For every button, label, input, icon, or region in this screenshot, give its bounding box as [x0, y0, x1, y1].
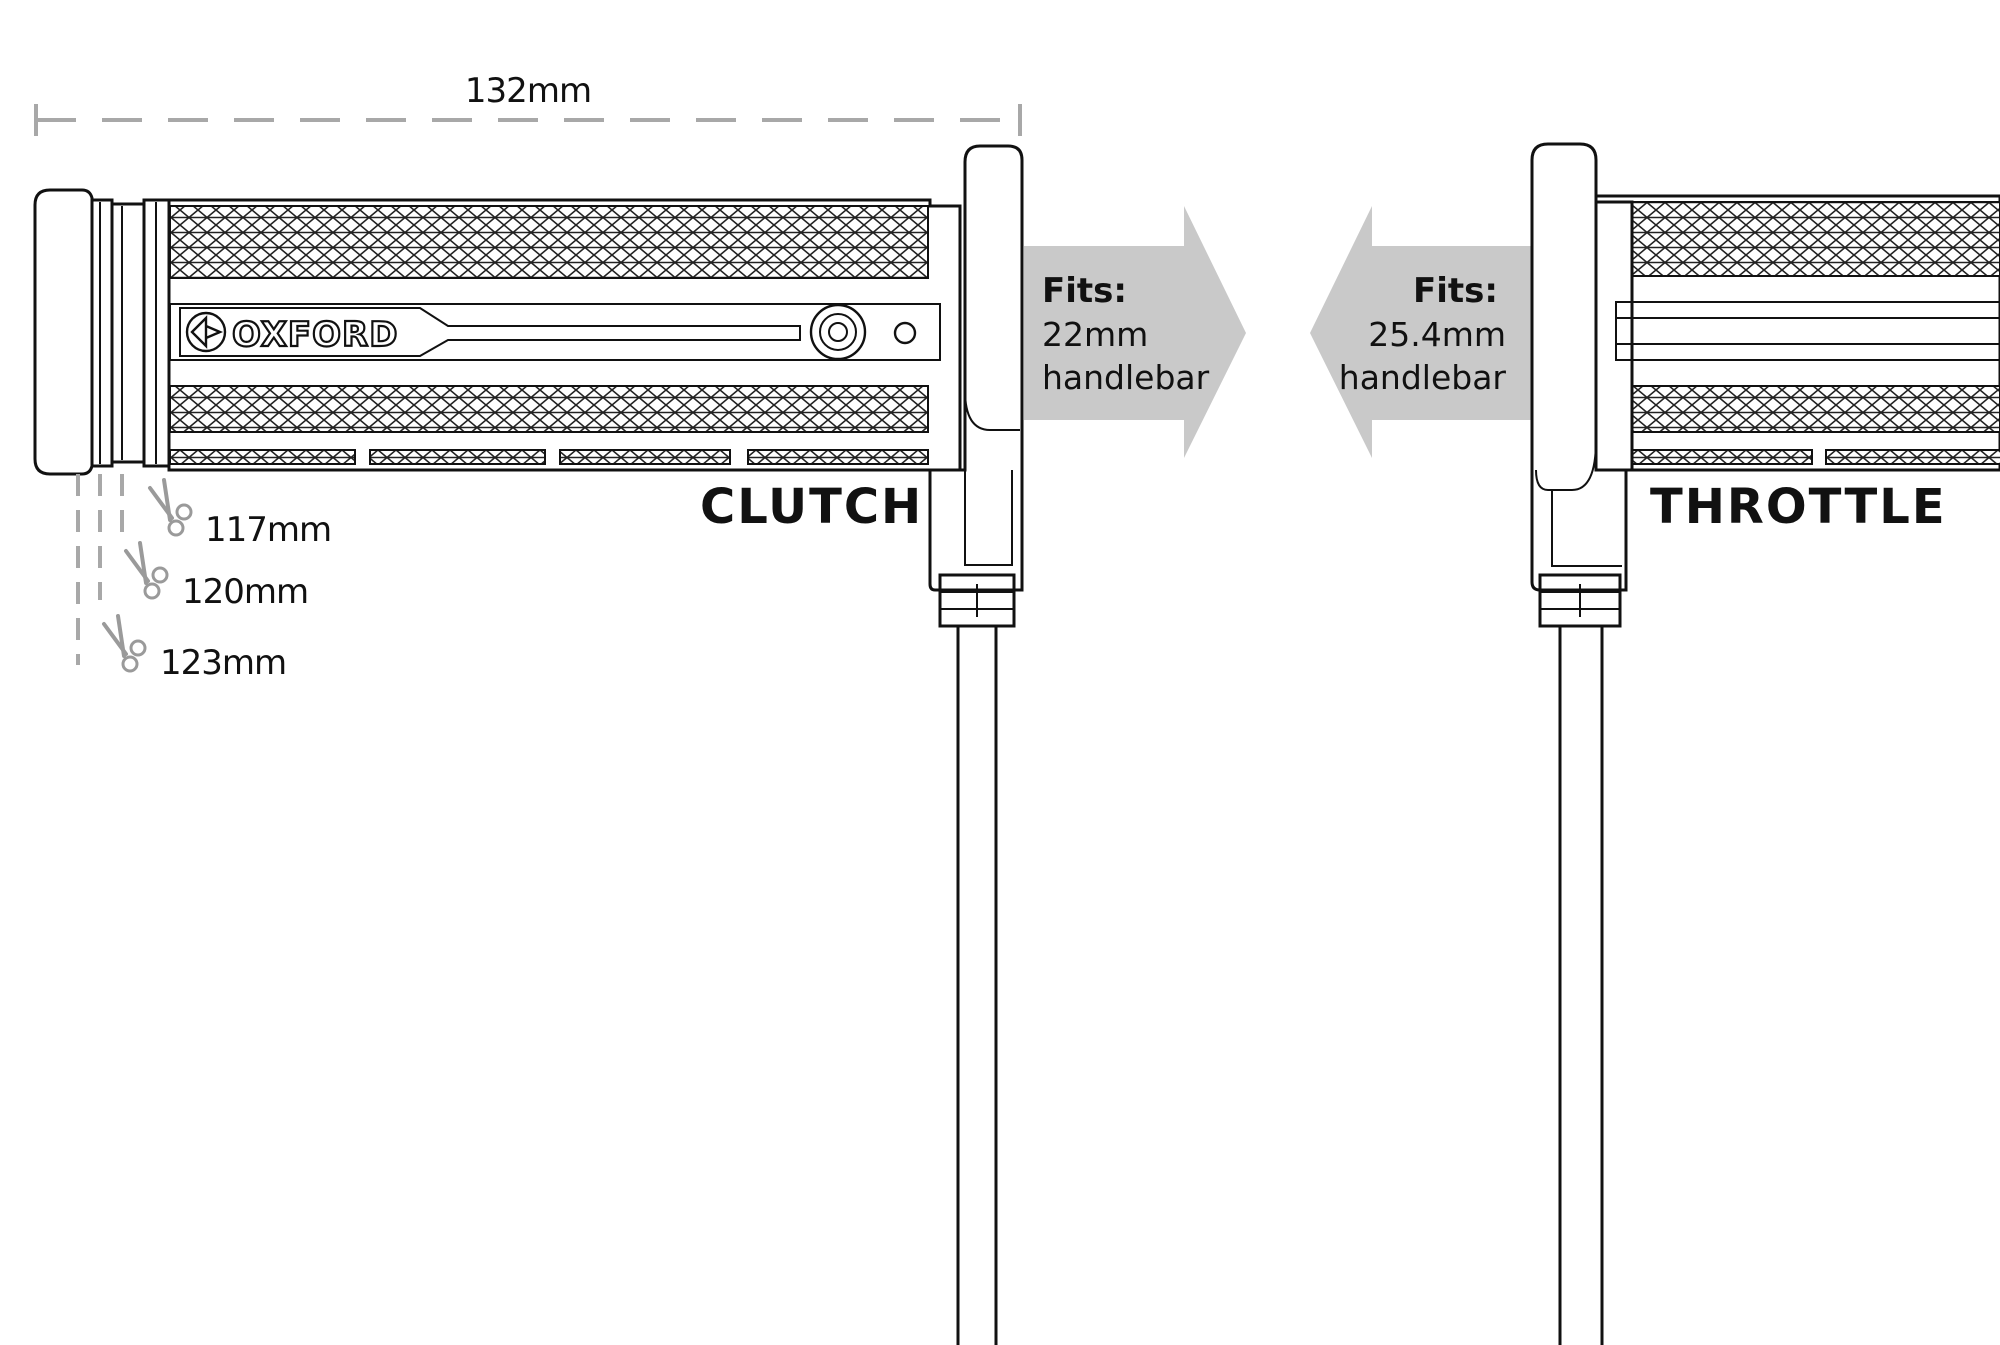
cut-length-120: 120mm	[182, 572, 308, 612]
throttle-fits-size: 25.4mm	[1368, 315, 1506, 354]
overall-length-dimension: 132mm	[34, 71, 1022, 136]
cut-length-guides: 117mm 120mm 123mm	[76, 474, 332, 683]
clutch-fits-heading: Fits:	[1042, 271, 1127, 311]
throttle-fits-text: handlebar	[1339, 358, 1507, 397]
scissors-icon	[124, 541, 169, 600]
overall-length-label: 132mm	[465, 71, 591, 111]
clutch-fits-arrow: Fits: 22mm handlebar	[1024, 206, 1246, 458]
clutch-fits-text: handlebar	[1042, 358, 1210, 397]
lower-pads	[169, 449, 929, 465]
end-bolt-icon	[809, 303, 917, 361]
throttle-fits-arrow: Fits: 25.4mm handlebar	[1310, 206, 1532, 458]
cut-length-123: 123mm	[160, 643, 286, 683]
scissors-icon	[148, 478, 193, 537]
throttle-fits-heading: Fits:	[1413, 271, 1498, 311]
clutch-fits-size: 22mm	[1042, 315, 1148, 354]
scissors-icon	[102, 614, 147, 673]
throttle-label: THROTTLE	[1650, 479, 1947, 535]
clutch-label: CLUTCH	[700, 479, 923, 535]
oxford-logo-icon: OXFORD	[185, 311, 399, 356]
clutch-cable	[938, 573, 1016, 1345]
cut-length-117: 117mm	[205, 510, 331, 550]
throttle-cable	[1538, 573, 1622, 1345]
brand-name: OXFORD	[232, 315, 398, 355]
clutch-grip: OXFORD	[33, 144, 1024, 1345]
throttle-grip	[1530, 142, 2000, 1345]
